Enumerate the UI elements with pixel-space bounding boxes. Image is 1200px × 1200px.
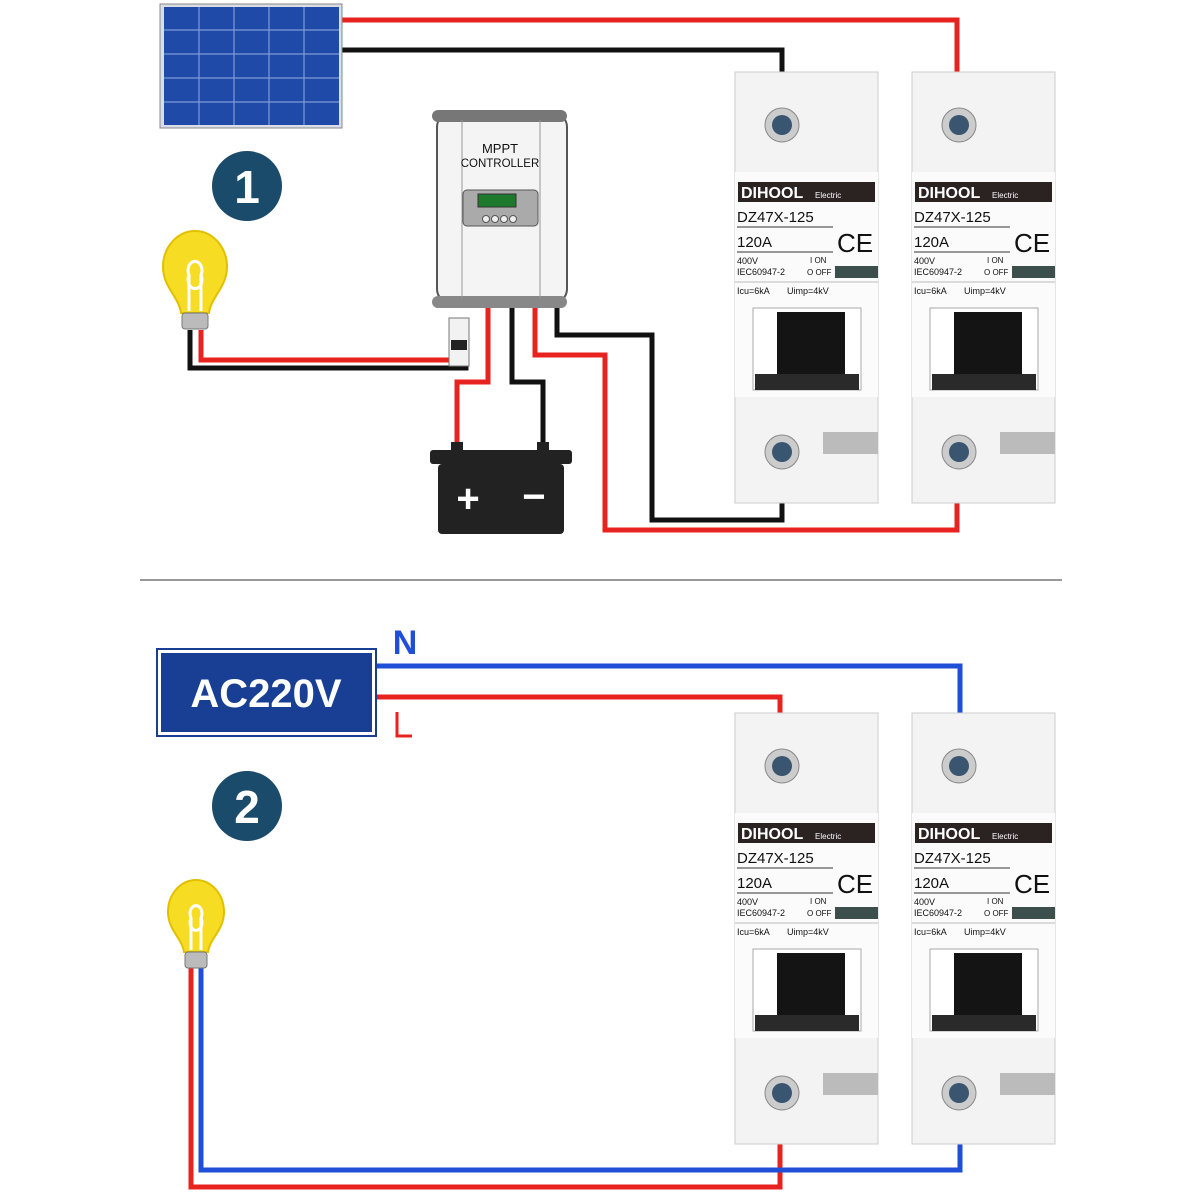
ac-source-box: AC220V (156, 648, 377, 737)
status-window (835, 266, 878, 278)
off-label: O OFF (984, 268, 1009, 277)
svg-text:−: − (522, 475, 545, 519)
model-label: DZ47X-125 (737, 209, 814, 226)
neutral-return-wire (198, 968, 963, 1173)
model-label: DZ47X-125 (914, 850, 991, 867)
voltage-label: 400V (737, 256, 758, 266)
icu-label: Icu=6kA (737, 286, 770, 296)
breaker-toggle[interactable] (777, 312, 845, 374)
status-window (1012, 266, 1055, 278)
uimp-label: Uimp=4kV (787, 927, 829, 937)
live-label: L (0, 0, 1, 1)
battery-black-wire (509, 308, 546, 450)
standard-label: IEC60947-2 (737, 908, 785, 918)
off-label: O OFF (984, 909, 1009, 918)
mppt-controller: MPPT CONTROLLER (432, 110, 568, 367)
standard-label: IEC60947-2 (737, 267, 785, 277)
live-return-wire (188, 968, 783, 1190)
on-label: I ON (810, 256, 827, 265)
model-label: DZ47X-125 (737, 850, 814, 867)
live-wire (375, 694, 783, 715)
voltage-label: 400V (737, 897, 758, 907)
ce-mark: CE (1014, 228, 1050, 258)
on-label: I ON (987, 897, 1004, 906)
breaker-toggle[interactable] (777, 953, 845, 1015)
battery-red-wire (454, 308, 491, 450)
rating-label: 120A (914, 875, 949, 892)
svg-text:CONTROLLER: CONTROLLER (461, 158, 540, 170)
on-label: I ON (810, 897, 827, 906)
breaker-toggle[interactable] (954, 312, 1022, 374)
light-bulb-icon (161, 230, 229, 330)
on-label: I ON (987, 256, 1004, 265)
ce-mark: CE (837, 869, 873, 899)
uimp-label: Uimp=4kV (787, 286, 829, 296)
rating-label: 120A (737, 875, 772, 892)
breaker-output-black-wire (554, 308, 785, 523)
brand-suffix: Electric (992, 191, 1018, 200)
ce-mark: CE (837, 228, 873, 258)
load-red-wire (198, 330, 458, 363)
step-badge-1: 1 (212, 151, 282, 221)
status-window (835, 907, 878, 919)
svg-text:2: 2 (234, 781, 260, 833)
neutral-wire (375, 663, 963, 715)
brand-suffix: Electric (815, 191, 841, 200)
voltage-label: 400V (914, 897, 935, 907)
panel-negative-wire (340, 47, 785, 74)
breaker-toggle[interactable] (954, 953, 1022, 1015)
controller-display (477, 193, 517, 208)
brand-label: DIHOOL (741, 185, 803, 202)
uimp-label: Uimp=4kV (964, 286, 1006, 296)
light-bulb-icon (166, 879, 226, 969)
rating-label: 120A (914, 234, 949, 251)
off-label: O OFF (807, 268, 832, 277)
status-window (1012, 907, 1055, 919)
icu-label: Icu=6kA (914, 927, 947, 937)
svg-text:1: 1 (234, 161, 260, 213)
standard-label: IEC60947-2 (914, 267, 962, 277)
brand-label: DIHOOL (918, 826, 980, 843)
model-label: DZ47X-125 (914, 209, 991, 226)
icu-label: Icu=6kA (737, 927, 770, 937)
svg-text:MPPT: MPPT (482, 141, 518, 156)
section1-wires (187, 17, 960, 533)
voltage-label: 400V (914, 256, 935, 266)
rating-label: 120A (737, 234, 772, 251)
brand-suffix: Electric (992, 832, 1018, 841)
svg-text:AC220V: AC220V (190, 672, 342, 716)
breaker-output-red-wire (532, 308, 960, 533)
solar-panel (159, 3, 343, 129)
svg-text:+: + (456, 477, 479, 521)
panel-positive-wire (340, 17, 960, 74)
battery: + − (430, 442, 572, 534)
brand-suffix: Electric (815, 832, 841, 841)
uimp-label: Uimp=4kV (964, 927, 1006, 937)
off-label: O OFF (807, 909, 832, 918)
brand-label: DIHOOL (918, 185, 980, 202)
brand-label: DIHOOL (741, 826, 803, 843)
section2-wires (188, 663, 963, 1190)
icu-label: Icu=6kA (914, 286, 947, 296)
neutral-label: N (393, 624, 418, 662)
standard-label: IEC60947-2 (914, 908, 962, 918)
ce-mark: CE (1014, 869, 1050, 899)
step-badge-2: 2 (212, 771, 282, 841)
live-marker (395, 712, 412, 738)
